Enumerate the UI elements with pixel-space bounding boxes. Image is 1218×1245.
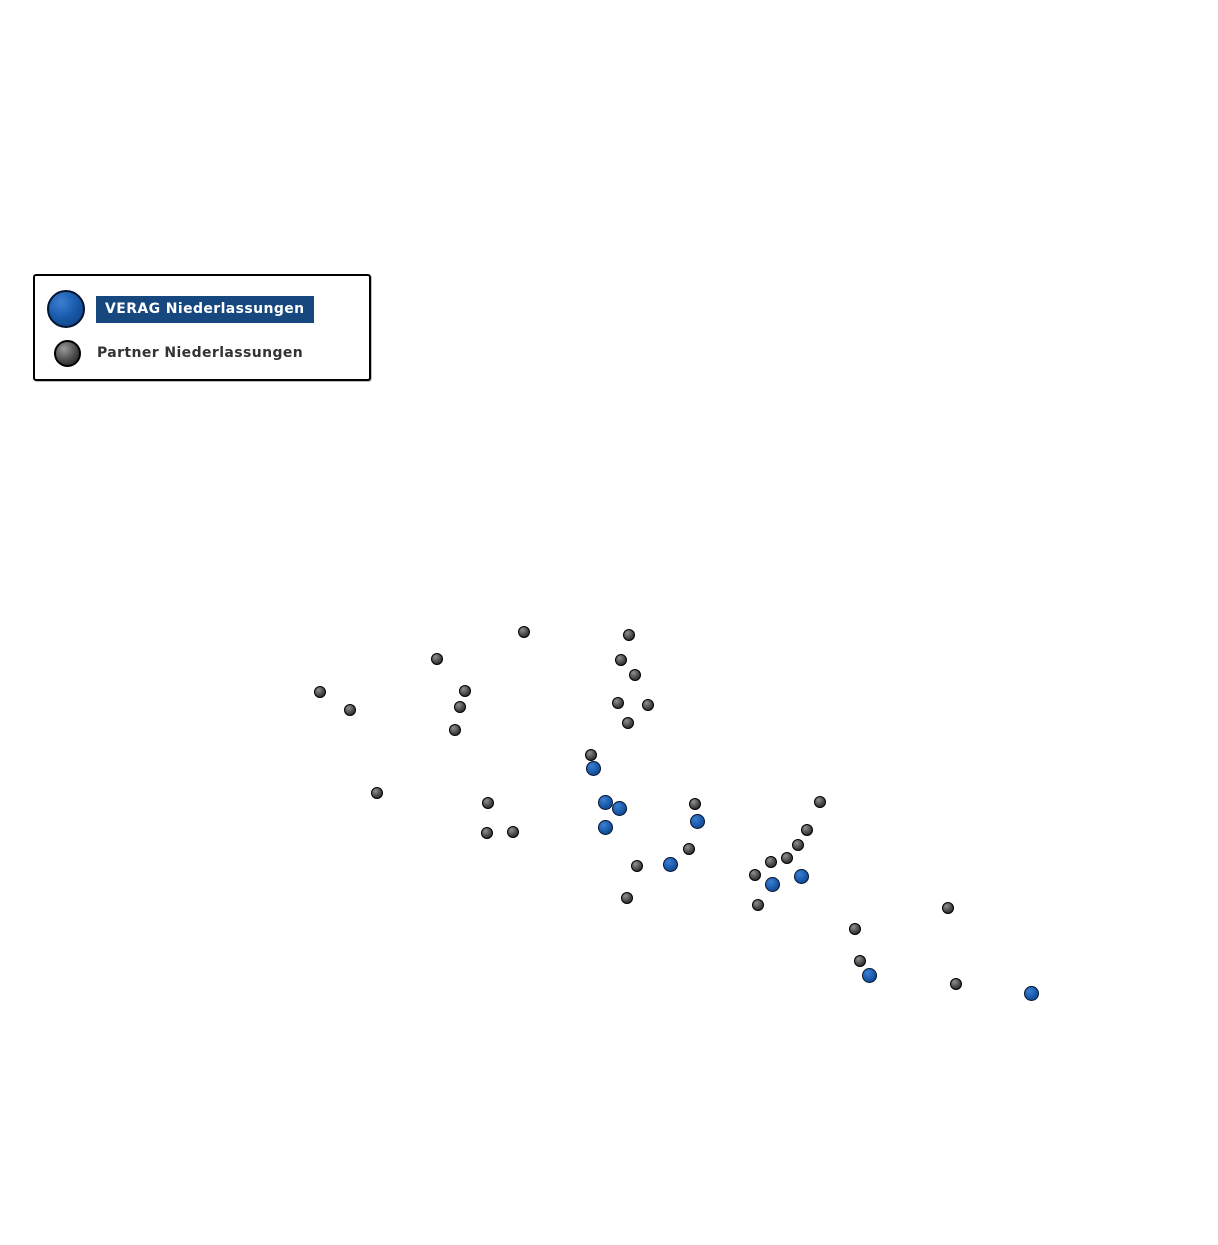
map-marker-partner[interactable]: [449, 724, 461, 736]
map-marker-verag[interactable]: [611, 800, 627, 816]
map-marker-partner[interactable]: [344, 704, 356, 716]
map-marker-partner[interactable]: [683, 843, 695, 855]
map-marker-partner[interactable]: [623, 629, 635, 641]
legend-label-partner: Partner Niederlassungen: [97, 345, 304, 361]
map-marker-partner[interactable]: [371, 787, 383, 799]
map-marker-partner[interactable]: [854, 955, 866, 967]
map-marker-partner[interactable]: [631, 860, 643, 872]
map-marker-partner[interactable]: [481, 827, 493, 839]
map-marker-verag[interactable]: [597, 819, 613, 835]
map-marker-verag[interactable]: [689, 813, 705, 829]
map-marker-partner[interactable]: [749, 869, 761, 881]
map-marker-partner[interactable]: [689, 798, 701, 810]
map-marker-verag[interactable]: [585, 760, 601, 776]
map-marker-partner[interactable]: [801, 824, 813, 836]
partner-marker-icon: [54, 340, 81, 367]
map-marker-partner[interactable]: [814, 796, 826, 808]
map-marker-partner[interactable]: [459, 685, 471, 697]
map-marker-partner[interactable]: [621, 892, 633, 904]
map-marker-partner[interactable]: [507, 826, 519, 838]
map-marker-partner[interactable]: [629, 669, 641, 681]
map-marker-partner[interactable]: [792, 839, 804, 851]
map-marker-verag[interactable]: [793, 868, 809, 884]
map-marker-verag[interactable]: [764, 876, 780, 892]
map-marker-partner[interactable]: [849, 923, 861, 935]
map-marker-partner[interactable]: [752, 899, 764, 911]
map-marker-verag[interactable]: [662, 856, 678, 872]
map-marker-verag[interactable]: [597, 794, 613, 810]
map-marker-partner[interactable]: [950, 978, 962, 990]
map-marker-partner[interactable]: [612, 697, 624, 709]
legend-label-verag: VERAG Niederlassungen: [96, 296, 314, 323]
map-marker-partner[interactable]: [314, 686, 326, 698]
verag-marker-icon: [47, 290, 85, 328]
map-marker-partner[interactable]: [642, 699, 654, 711]
map-marker-partner[interactable]: [615, 654, 627, 666]
map-marker-verag[interactable]: [1023, 985, 1039, 1001]
map-marker-partner[interactable]: [781, 852, 793, 864]
map-marker-verag[interactable]: [861, 967, 877, 983]
map-marker-partner[interactable]: [765, 856, 777, 868]
map-marker-partner[interactable]: [518, 626, 530, 638]
map-marker-partner[interactable]: [585, 749, 597, 761]
map-marker-partner[interactable]: [454, 701, 466, 713]
map-marker-partner[interactable]: [482, 797, 494, 809]
legend-box: VERAG Niederlassungen Partner Niederlass…: [33, 274, 371, 381]
map-marker-partner[interactable]: [942, 902, 954, 914]
map-marker-partner[interactable]: [431, 653, 443, 665]
map-marker-partner[interactable]: [622, 717, 634, 729]
